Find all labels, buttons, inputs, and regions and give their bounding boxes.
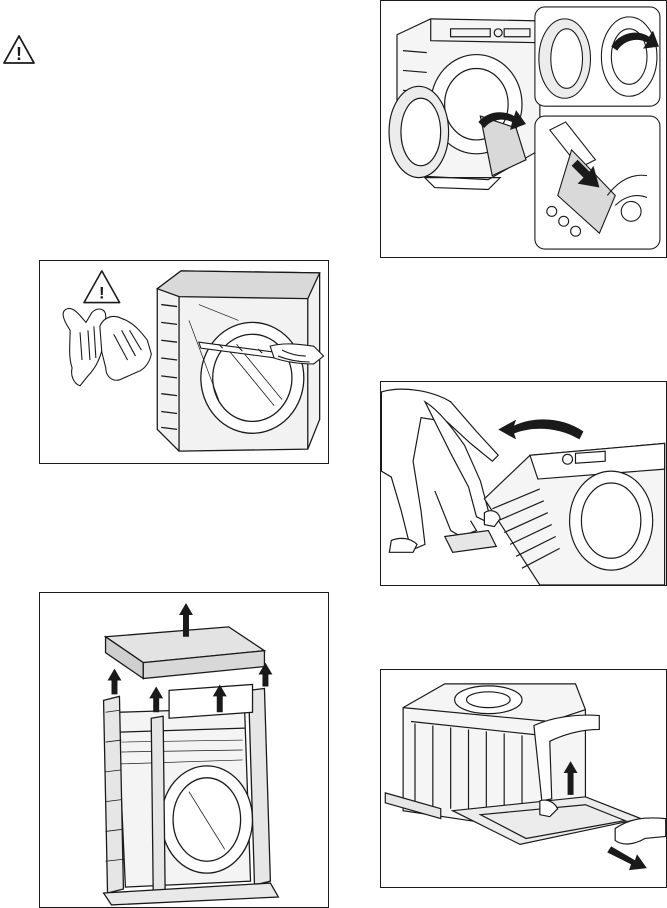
- gloves-icon: [63, 308, 151, 385]
- illustration-tilt-machine: [381, 382, 666, 585]
- illustration-lift-packaging: [40, 593, 328, 907]
- person-figure: [381, 389, 498, 552]
- warning-triangle-icon: !: [2, 34, 36, 66]
- figure-lift-packaging: [39, 592, 329, 908]
- illustration-gloves-cut-film: !: [40, 261, 328, 463]
- figure-tilt-machine: [380, 381, 667, 586]
- illustration-remove-base: [381, 670, 666, 887]
- washing-machine-tilted: [484, 443, 664, 585]
- curved-arrow-icon: [498, 419, 583, 439]
- warning-triangle-icon: !: [84, 271, 120, 303]
- arrow-right-icon: [607, 846, 647, 870]
- inset-door-open: [535, 7, 660, 106]
- figure-door-accessories: [380, 0, 667, 258]
- figure-gloves-cut-film: !: [39, 260, 329, 464]
- svg-text:!: !: [99, 284, 105, 303]
- figure-remove-base: [380, 669, 667, 888]
- illustration-door-accessories: [381, 1, 666, 257]
- warning-glyph: !: [16, 44, 22, 64]
